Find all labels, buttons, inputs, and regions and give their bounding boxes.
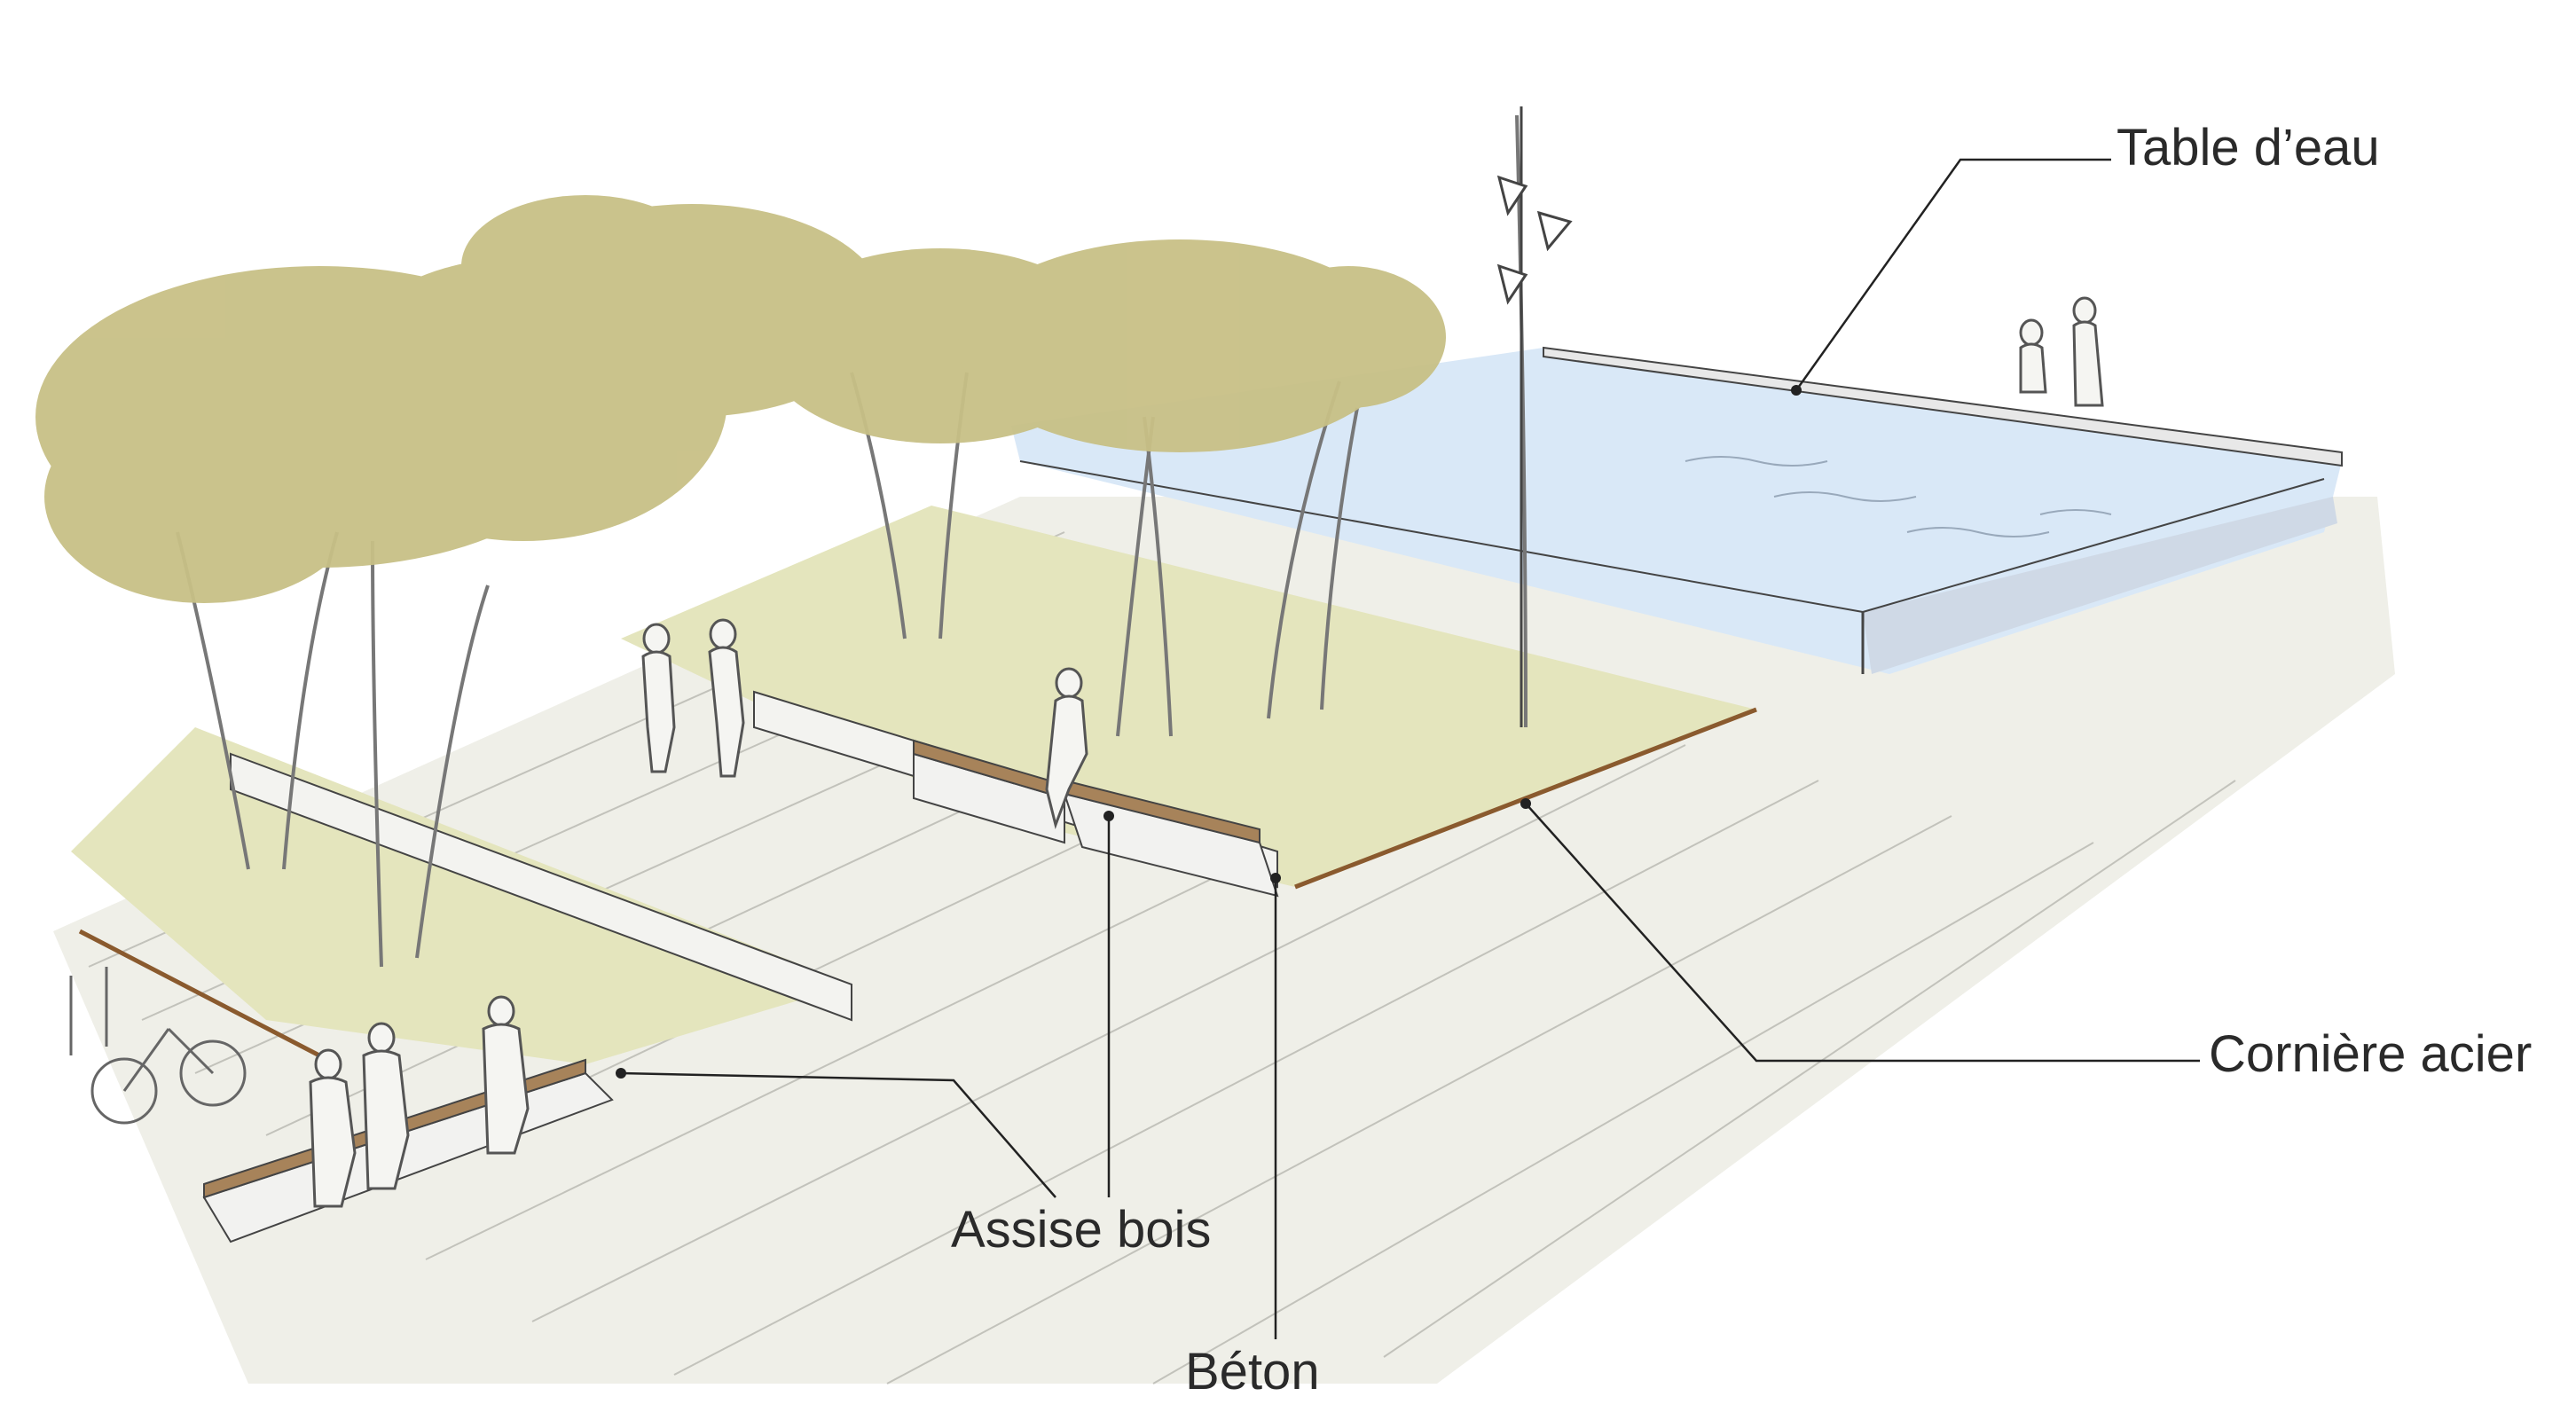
tree-canopy — [35, 195, 1446, 603]
label-concrete: Béton — [1185, 1343, 1320, 1400]
lawn-lower — [71, 727, 852, 1064]
water-table — [1011, 346, 2343, 674]
leader-dots — [616, 385, 1802, 1079]
lamp-post-icon — [1496, 106, 1573, 727]
label-wood-seat: Assise bois — [951, 1201, 1212, 1259]
bicycle-icon — [69, 967, 247, 1125]
leader-lines — [620, 158, 2200, 1339]
bench-center — [913, 739, 1279, 898]
people-icon — [309, 296, 2104, 1208]
label-steel-angle: Cornière acier — [2209, 1025, 2533, 1083]
label-water-table: Table d’eau — [2117, 119, 2380, 176]
